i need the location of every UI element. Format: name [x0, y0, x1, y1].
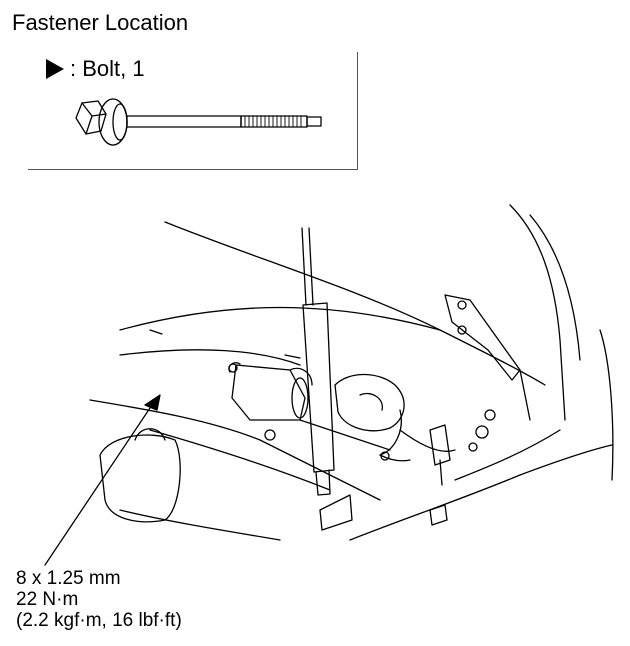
legend-box: [28, 52, 358, 170]
torque-nm: 22 N·m: [16, 589, 79, 610]
torque-alt: (2.2 kgf·m, 16 lbf·ft): [16, 610, 182, 631]
legend-row: : Bolt, 1: [44, 56, 145, 82]
torque-spec: 8 x 1.25 mm 22 N·m (2.2 kgf·m, 16 lbf·ft…: [16, 568, 182, 631]
page-title: Fastener Location: [12, 10, 189, 35]
legend-separator: :: [70, 56, 77, 81]
triangle-arrow-icon: [46, 59, 64, 79]
hood-panel: [119, 204, 614, 481]
bolt-illustration: [75, 98, 322, 146]
hood-support-strut: [301, 227, 353, 531]
legend-label: Bolt, 1: [82, 56, 145, 81]
bolt-size: 8 x 1.25 mm: [16, 568, 121, 589]
fastener-pointer: [44, 363, 238, 566]
engine-components: [89, 294, 613, 541]
